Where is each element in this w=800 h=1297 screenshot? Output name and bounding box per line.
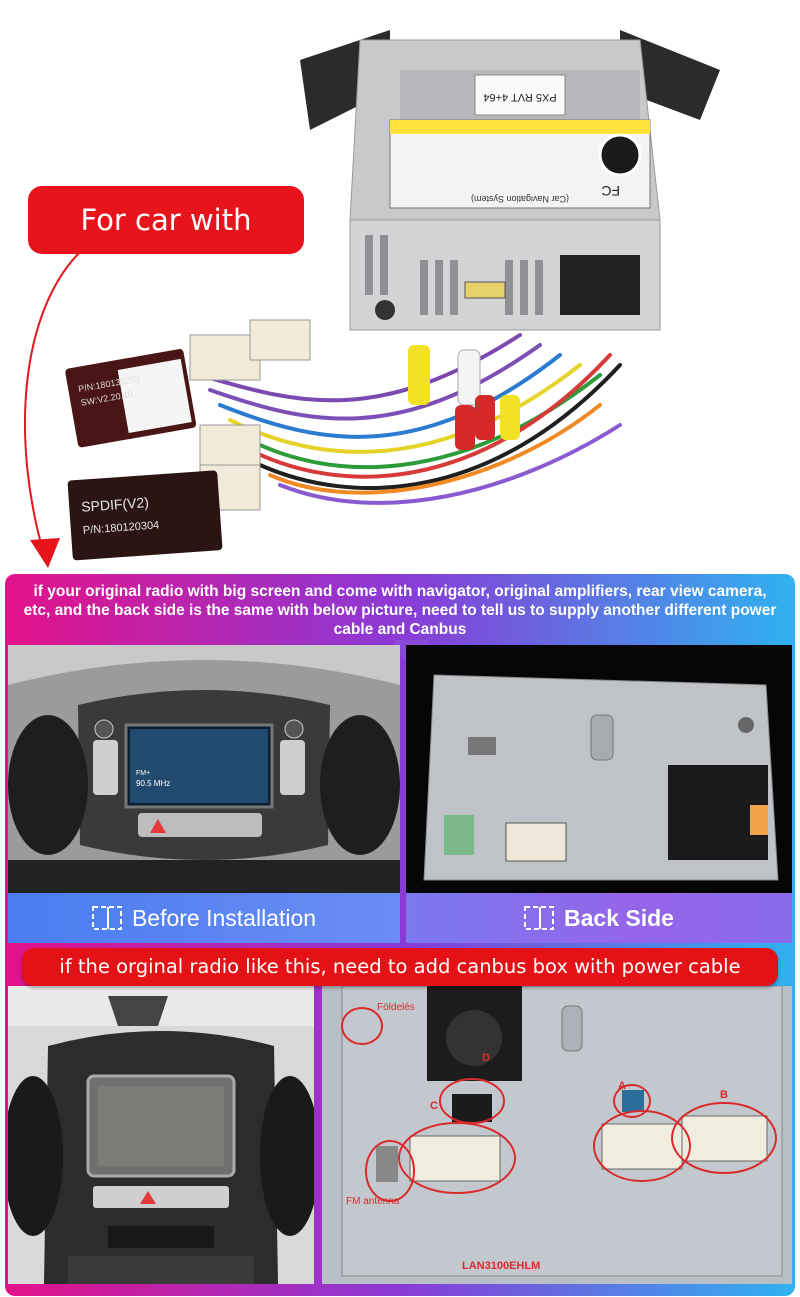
canbus-note-badge: if the orginal radio like this, need to …: [22, 948, 778, 986]
back-side-label: Back Side: [564, 904, 674, 931]
head-unit-illustration: PX5 RVT 4+64 (Car Navigation System) FC: [300, 30, 720, 331]
compatibility-note: if your original radio with big screen a…: [23, 583, 777, 638]
fc-mark: FC: [601, 183, 620, 199]
back-side-caption: Back Side: [406, 893, 792, 943]
before-installation-label: Before Installation: [131, 904, 317, 931]
spdif-box-label: SPDIF(V2): [81, 494, 150, 515]
arrow-icon: [23, 249, 83, 568]
product-photo-area: PX5 RVT 4+64 (Car Navigation System) FC: [0, 0, 800, 575]
label-b: B: [720, 1089, 728, 1101]
screen-fm: FM+: [136, 770, 150, 777]
label-foldeles: Földelés: [377, 1002, 415, 1013]
before-installation-photo: FM+ 90.5 MHz: [8, 645, 400, 893]
unit-sticker: (Car Navigation System): [471, 194, 569, 204]
label-c: C: [430, 1100, 438, 1112]
label-a: A: [618, 1080, 626, 1092]
label-fm-antenna: FM antenna: [346, 1196, 400, 1207]
back-side-photo: [406, 645, 792, 893]
canbus-wiring-photo: Földelés D C A B FM antenna LAN3100EHLM: [322, 986, 792, 1284]
frame-icon: [91, 906, 122, 930]
screen-frequency: 90.5 MHz: [136, 779, 170, 788]
original-radio-photo: [8, 986, 314, 1284]
label-d: D: [482, 1052, 490, 1064]
label-model: LAN3100EHLM: [462, 1260, 540, 1272]
spdif-box-pn: P/N:180120304: [83, 519, 160, 536]
before-installation-caption: Before Installation: [8, 893, 400, 943]
wiring-harness-illustration: P/N:180130203 SW:V2.20.10 SPDIF(V2) P/N:…: [65, 319, 622, 561]
frame-icon: [524, 906, 555, 930]
amplifier-badge: For car with amplifier: [28, 186, 304, 305]
unit-label: PX5 RVT 4+64: [483, 91, 556, 103]
